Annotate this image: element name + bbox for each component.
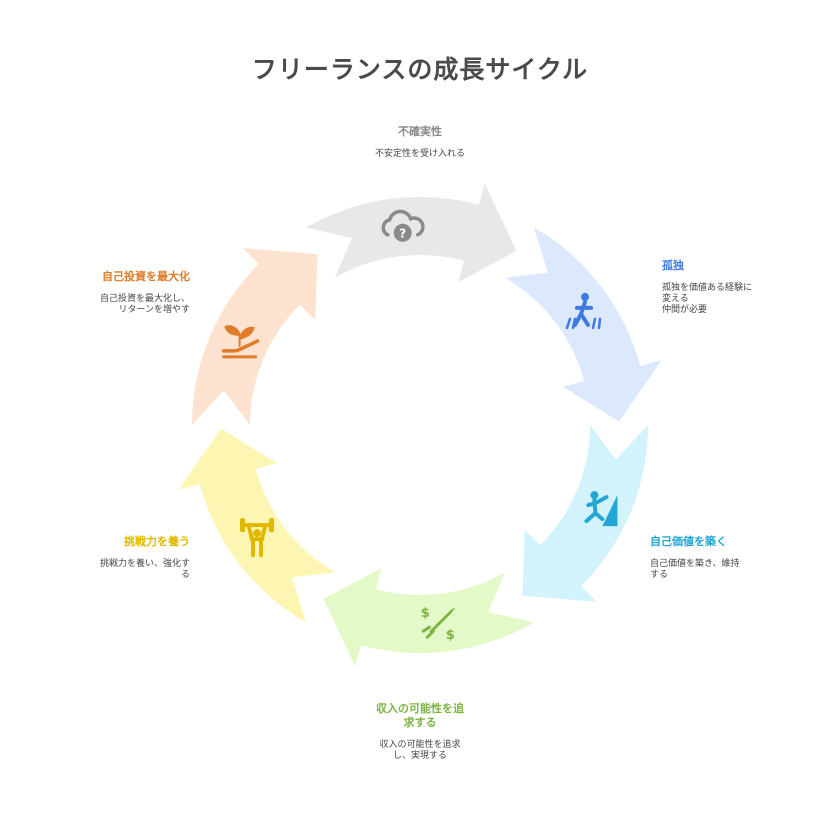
desc-self-investment: 自己投資を最大化し、 リターンを増やす	[40, 294, 190, 316]
desc-self-worth-line: 自己価値を築き、維持	[650, 559, 740, 569]
desc-self-investment-line: リターンを増やす	[118, 305, 190, 315]
label-challenge: 挑戦力を養う 挑戦力を養い、強化す る	[40, 535, 190, 581]
arrow-segment-isolation	[505, 227, 662, 422]
heading-self-investment: 自己投資を最大化	[102, 270, 190, 283]
desc-uncertainty: 不安定性を受け入れる	[374, 149, 465, 159]
walking-person-icon	[565, 292, 602, 330]
desc-challenge: 挑戦力を養い、強化す る	[40, 559, 190, 581]
label-self-investment: 自己投資を最大化 自己投資を最大化し、 リターンを増やす	[40, 270, 190, 316]
desc-isolation-line: 変える	[662, 294, 689, 304]
heading-self-worth: 自己価値を築く	[650, 535, 727, 548]
cloud-question-icon: ?	[381, 209, 425, 242]
desc-self-worth: 自己価値を築き、維持 する	[650, 559, 790, 581]
svg-text:?: ?	[399, 226, 406, 240]
diagram-title: フリーランスの成長サイクル	[251, 55, 589, 84]
label-income: 収入の可能性を追 求する 収入の可能性を追求 し、実現する	[340, 702, 500, 762]
rocket-dollar-icon: $$	[421, 606, 456, 643]
label-self-worth: 自己価値を築く 自己価値を築き、維持 する	[650, 535, 790, 581]
heading-income-line: 求する	[403, 716, 437, 729]
desc-self-worth-line: する	[650, 570, 669, 580]
desc-isolation-line: 孤独を価値ある経験に	[662, 283, 753, 293]
desc-income: 収入の可能性を追求 し、実現する	[340, 740, 500, 762]
desc-isolation-line: 仲間が必要	[662, 305, 708, 315]
heading-uncertainty: 不確実性	[398, 125, 442, 138]
heading-isolation: 孤独	[662, 259, 684, 272]
heading-challenge: 挑戦力を養う	[124, 535, 190, 548]
heading-income-line: 収入の可能性を追	[376, 702, 464, 715]
svg-text:$: $	[446, 628, 455, 643]
svg-text:$: $	[421, 606, 430, 621]
desc-isolation: 孤独を価値ある経験に 変える 仲間が必要	[662, 283, 802, 316]
label-uncertainty: 不確実性 不安定性を受け入れる	[320, 125, 520, 160]
arrow-segment-self-worth	[522, 425, 648, 602]
label-isolation: 孤独 孤独を価値ある経験に 変える 仲間が必要	[662, 259, 802, 316]
weightlifter-icon	[240, 518, 274, 558]
arrow-segment-income	[323, 568, 534, 667]
desc-challenge-line: る	[180, 570, 190, 580]
heading-income: 収入の可能性を追 求する	[340, 702, 500, 730]
climbing-person-icon	[584, 491, 618, 527]
desc-challenge-line: 挑戦力を養い、強化す	[99, 559, 190, 569]
desc-income-line: 収入の可能性を追求	[379, 740, 461, 750]
arrow-segment-self-investment	[192, 248, 318, 425]
plant-hand-icon	[221, 325, 260, 359]
desc-self-investment-line: 自己投資を最大化し、	[99, 294, 190, 304]
desc-income-line: し、実現する	[392, 751, 447, 761]
